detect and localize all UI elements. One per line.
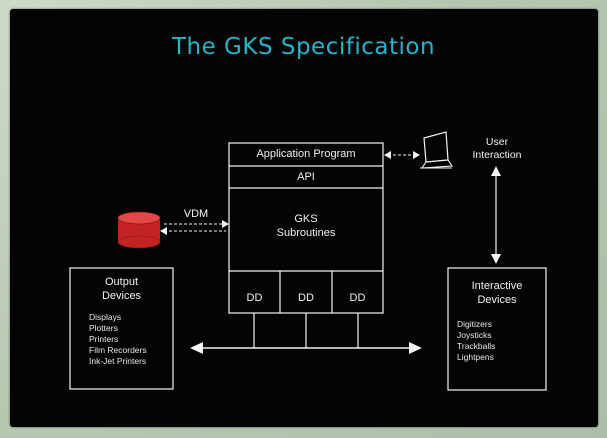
interactive-device-item: Digitizers	[457, 319, 492, 329]
vdm-arrowhead-right	[222, 220, 229, 228]
user-arrowhead-up	[491, 166, 501, 176]
output-devices-box	[69, 267, 174, 390]
gks-label: GKS	[294, 213, 318, 225]
api-label: API	[297, 171, 315, 183]
user-arrowhead-down	[491, 254, 501, 264]
computer-terminal-icon	[420, 131, 453, 169]
output-device-item: Printers	[89, 334, 119, 344]
output-device-item: Film Recorders	[89, 345, 147, 355]
interactive-devices-box	[447, 267, 547, 391]
interactive-device-item: Joysticks	[457, 330, 492, 340]
dd-label-1: DD	[246, 292, 263, 304]
bus-arrow-right	[409, 342, 422, 354]
output-device-item: Ink-Jet Printers	[89, 356, 147, 366]
user-interaction-label-line1: User	[485, 136, 509, 148]
dd-label-3: DD	[349, 292, 366, 304]
output-devices-heading-line1: Output	[104, 276, 139, 288]
slide	[10, 9, 598, 427]
slide-title: The GKS Specification	[171, 34, 436, 60]
interactive-device-item: Lightpens	[457, 352, 494, 362]
terminal-arrowhead-right	[413, 151, 420, 159]
user-interaction-label-line2: Interaction	[472, 149, 522, 161]
output-devices-heading-line2: Devices	[101, 290, 142, 302]
interactive-device-item: Trackballs	[457, 341, 496, 351]
bus-arrow-left	[190, 342, 203, 354]
vdm-arrowhead-left	[160, 227, 167, 235]
output-device-item: Displays	[89, 312, 122, 322]
interactive-devices-heading-line2: Devices	[477, 294, 517, 306]
application-program-label: Application Program	[256, 148, 356, 160]
dd-label-2: DD	[298, 292, 314, 304]
output-device-item: Plotters	[89, 323, 118, 333]
gks-subroutines-label: Subroutines	[276, 227, 336, 239]
interactive-devices-heading-line1: Interactive	[471, 280, 523, 292]
database-icon	[117, 211, 161, 249]
vdm-label: VDM	[183, 208, 209, 220]
terminal-arrowhead-left	[384, 151, 391, 159]
